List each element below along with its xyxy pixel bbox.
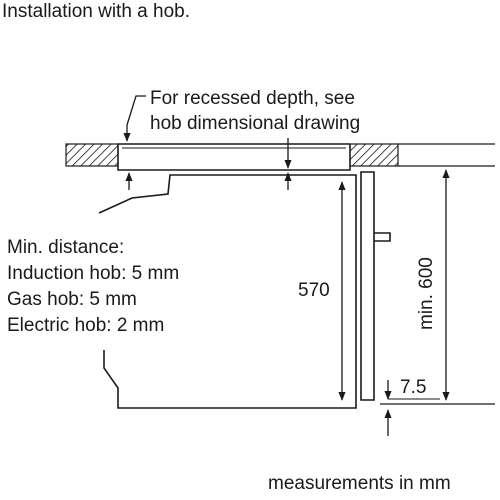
dim-570-label: 570 bbox=[298, 280, 330, 301]
min-distance-induction: Induction hob: 5 mm bbox=[7, 263, 179, 284]
oven-outline bbox=[98, 174, 357, 409]
diagram-title: Installation with a hob. bbox=[2, 1, 190, 22]
countertop-left bbox=[65, 143, 119, 167]
min-distance-heading: Min. distance: bbox=[7, 237, 124, 258]
oven-handle bbox=[374, 232, 391, 242]
oven-front-panel bbox=[360, 171, 375, 401]
dim-600-label: min. 600 bbox=[416, 257, 437, 330]
recessed-note-line-2: hob dimensional drawing bbox=[150, 113, 360, 134]
recessed-note-line-1: For recessed depth, see bbox=[150, 88, 355, 109]
min-distance-electric: Electric hob: 2 mm bbox=[7, 315, 164, 336]
units-note: measurements in mm bbox=[268, 473, 451, 494]
min-distance-gas: Gas hob: 5 mm bbox=[7, 289, 137, 310]
recessed-note-leader bbox=[126, 95, 146, 126]
countertop-right bbox=[349, 143, 399, 167]
dim-7-5-label: 7.5 bbox=[400, 377, 426, 398]
hob-outline bbox=[117, 143, 351, 171]
